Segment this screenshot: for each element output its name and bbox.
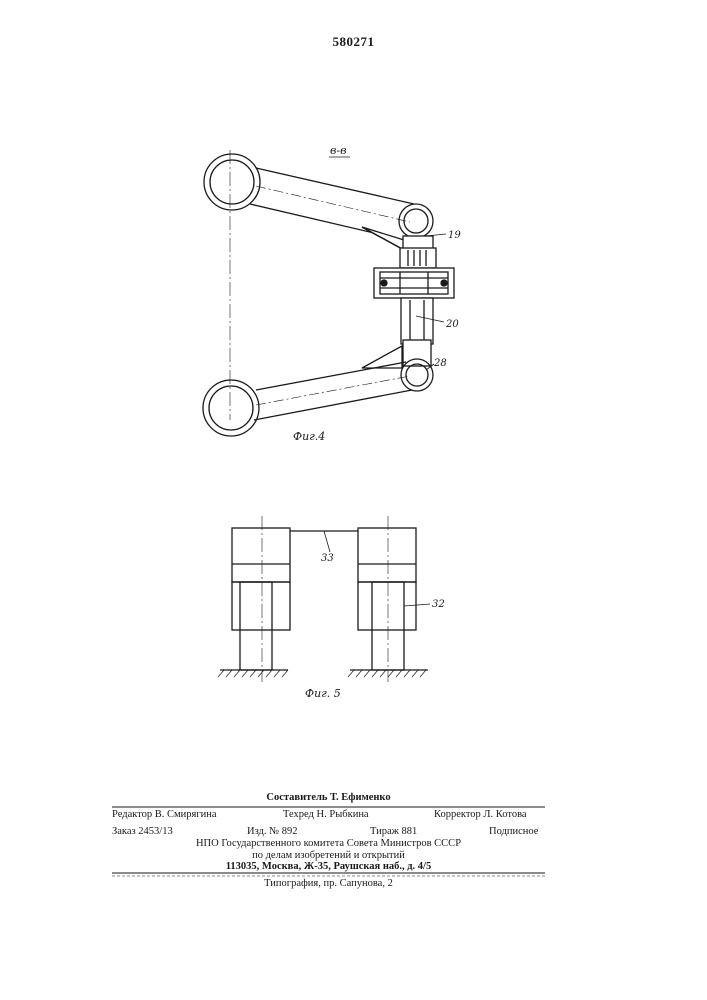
fig4-bottom-tube xyxy=(203,380,259,436)
callout-28: 28 xyxy=(433,358,447,369)
imprint-org-line1: НПО Государственного комитета Совета Мин… xyxy=(112,838,545,849)
callout-19: 19 xyxy=(448,230,461,241)
imprint-printer: Типография, пр. Сапунова, 2 xyxy=(112,878,545,889)
fig5-right-post xyxy=(358,516,416,682)
imprint-org-line2: по делам изобретений и открытий xyxy=(112,850,545,861)
fig4-caption: Фиг.4 xyxy=(293,430,325,443)
fig4-section-label: в-в xyxy=(330,144,347,157)
fig4-column xyxy=(374,236,454,366)
fig4-top-joint xyxy=(399,204,433,238)
imprint-editor: Редактор В. Смирягина xyxy=(112,809,217,820)
imprint-address: 113035, Москва, Ж-35, Раушская наб., д. … xyxy=(226,861,431,872)
imprint-edition: Изд. № 892 xyxy=(247,826,298,837)
imprint-techred: Техред Н. Рыбкина xyxy=(283,809,369,820)
fig4-bottom-joint xyxy=(401,359,433,391)
callout-32: 32 xyxy=(432,599,445,610)
ground-hatching xyxy=(218,670,426,677)
imprint-circulation: Тираж 881 xyxy=(370,826,417,837)
imprint-order: Заказ 2453/13 xyxy=(112,826,173,837)
fig5-left-post xyxy=(232,516,290,682)
fig4-top-tube xyxy=(204,154,260,210)
callout-33: 33 xyxy=(321,553,334,564)
imprint-corrector: Корректор Л. Котова xyxy=(434,809,527,820)
callout-20: 20 xyxy=(445,319,459,330)
fig4-bottom-arm xyxy=(254,362,412,420)
imprint-subscription: Подписное xyxy=(489,826,538,837)
fig5-caption: Фиг. 5 xyxy=(305,687,341,700)
fig4-top-arm xyxy=(250,168,414,240)
fig4-bottom-gusset xyxy=(362,346,402,368)
imprint-compiler: Составитель Т. Ефименко xyxy=(266,792,390,803)
